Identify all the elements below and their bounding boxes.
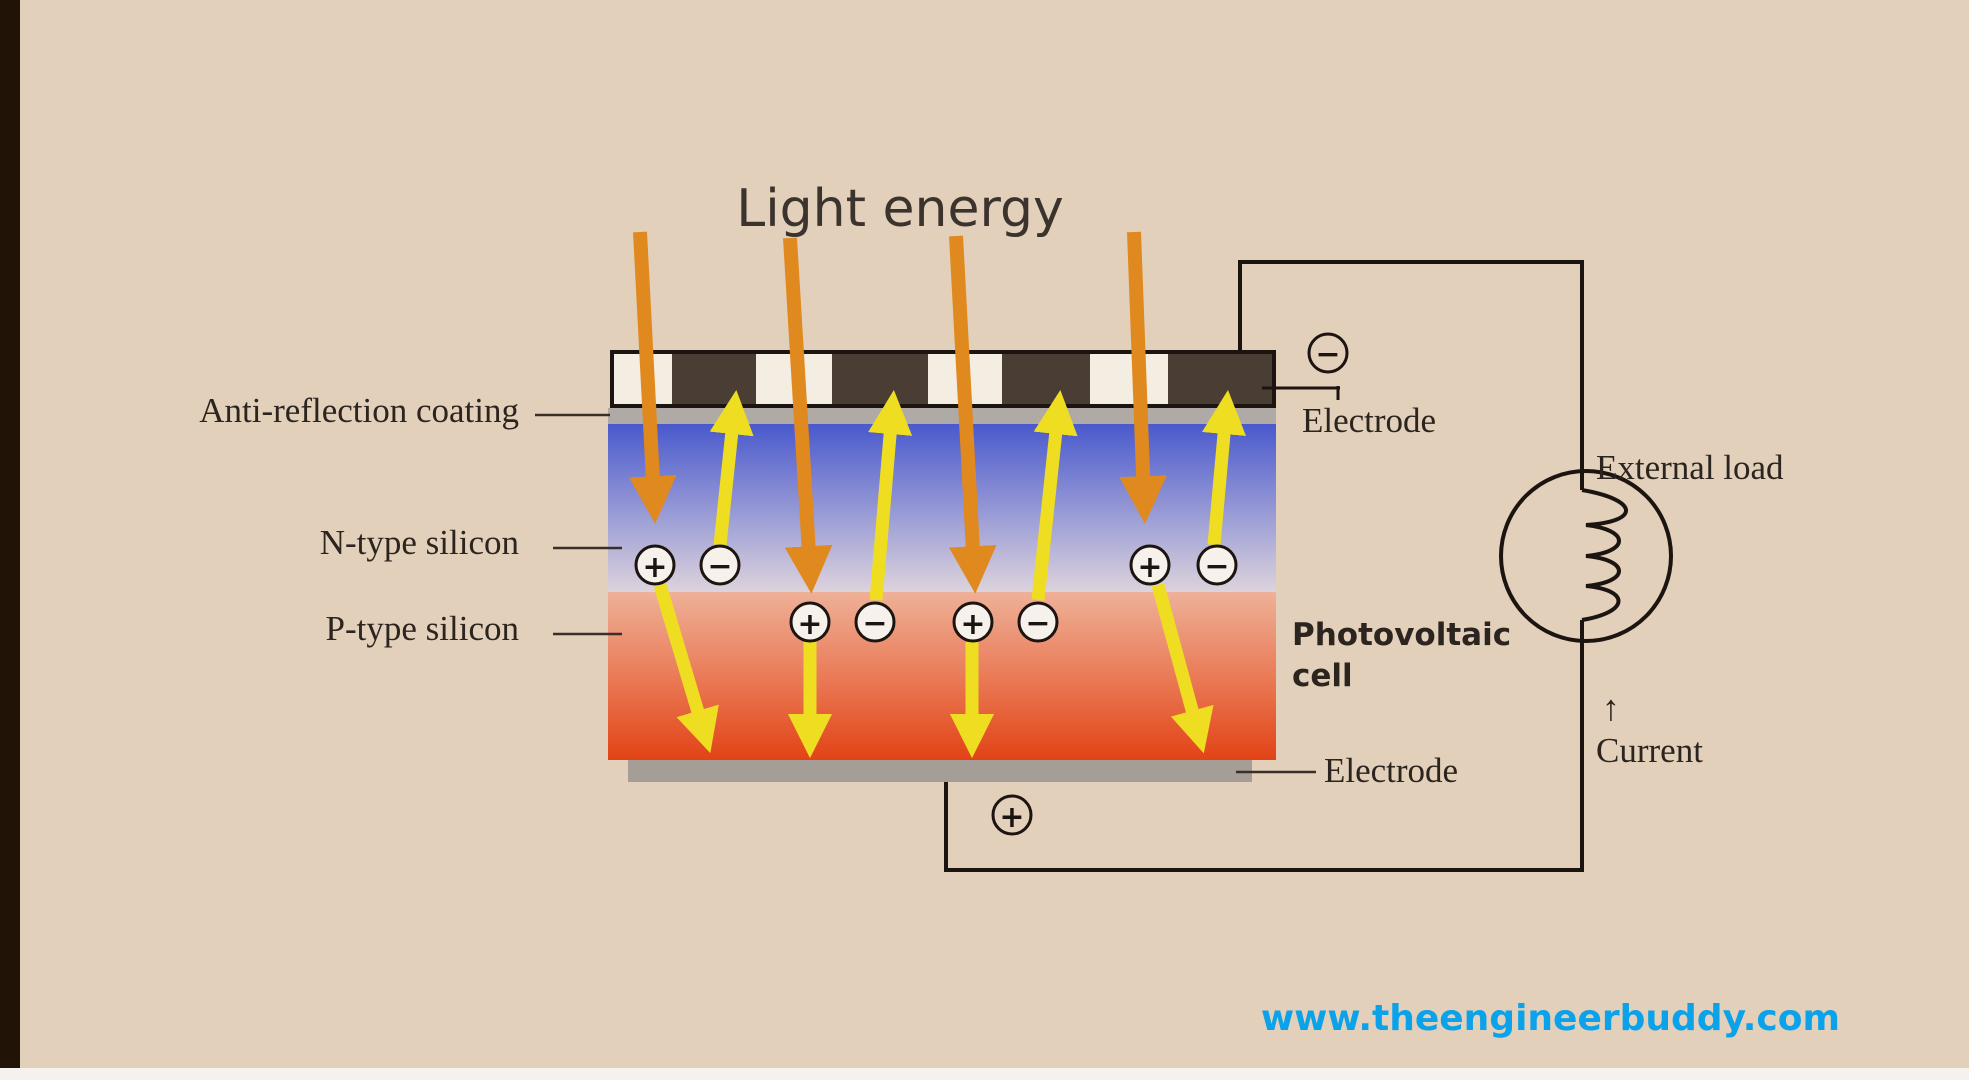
light-ray-2: [783, 237, 833, 594]
label-p-type-silicon: P-type silicon: [326, 609, 519, 648]
left-border-bar: [0, 0, 20, 1068]
minus-symbol: −: [1204, 549, 1229, 584]
light-ray-3: [948, 235, 997, 594]
electron-arrow-1: [709, 390, 754, 546]
svg-text:−: −: [1315, 337, 1340, 372]
label-cell: cell: [1292, 658, 1353, 694]
diagram-title: Light energy: [736, 179, 1064, 239]
electron-flow-arrows: [709, 389, 1247, 601]
hole-arrow-1: [653, 583, 719, 754]
positive-terminal-icon: +: [991, 794, 1033, 836]
charge-pair-2: + −: [789, 601, 896, 643]
minus-symbol: −: [862, 606, 887, 641]
label-external-load: External load: [1596, 448, 1784, 487]
hole-arrow-4: [1151, 583, 1214, 754]
external-load-icon: [1499, 469, 1673, 643]
light-ray-1: [628, 231, 677, 524]
svg-text:+: +: [999, 800, 1024, 835]
charge-pair-1: + −: [634, 544, 741, 586]
electron-arrow-3: [1031, 390, 1078, 601]
plus-symbol: +: [1137, 550, 1162, 585]
watermark-url: www.theengineerbuddy.com: [1261, 998, 1840, 1039]
plus-symbol: +: [642, 550, 667, 585]
label-n-type-silicon: N-type silicon: [320, 523, 519, 562]
label-current: Current: [1596, 731, 1703, 770]
light-rays: [628, 231, 1167, 594]
charge-pair-4: + −: [1129, 544, 1238, 586]
label-photovoltaic: Photovoltaic: [1292, 617, 1511, 653]
light-ray-4: [1119, 231, 1167, 524]
current-arrow-icon: ↑: [1602, 688, 1620, 728]
plus-symbol: +: [797, 607, 822, 642]
charge-pair-3: + −: [952, 601, 1059, 643]
bottom-strip: [0, 1068, 1969, 1080]
label-electrode-top: Electrode: [1302, 401, 1436, 440]
electron-arrow-2: [868, 389, 913, 601]
label-electrode-bottom: Electrode: [1324, 751, 1458, 790]
label-anti-reflection-coating: Anti-reflection coating: [199, 391, 519, 430]
plus-symbol: +: [960, 607, 985, 642]
anti-reflection-layer: [608, 408, 1276, 424]
hole-flow-arrows: [653, 583, 1214, 759]
minus-symbol: −: [707, 549, 732, 584]
circuit-wire-bottom: [944, 620, 1584, 872]
circuit-wire-top: [1238, 260, 1584, 490]
top-electrode-grid: [610, 350, 1276, 408]
minus-symbol: −: [1025, 606, 1050, 641]
bottom-electrode: [628, 758, 1252, 782]
negative-terminal-icon: −: [1307, 332, 1349, 374]
electron-arrow-4: [1202, 389, 1247, 546]
